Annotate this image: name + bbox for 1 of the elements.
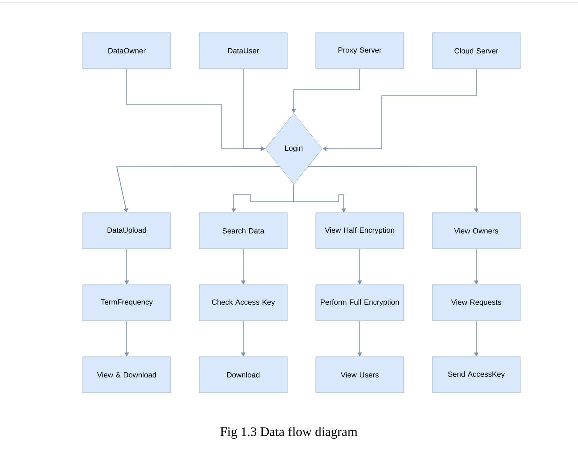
caption: Fig 1.3 Data flow diagram — [220, 427, 358, 439]
